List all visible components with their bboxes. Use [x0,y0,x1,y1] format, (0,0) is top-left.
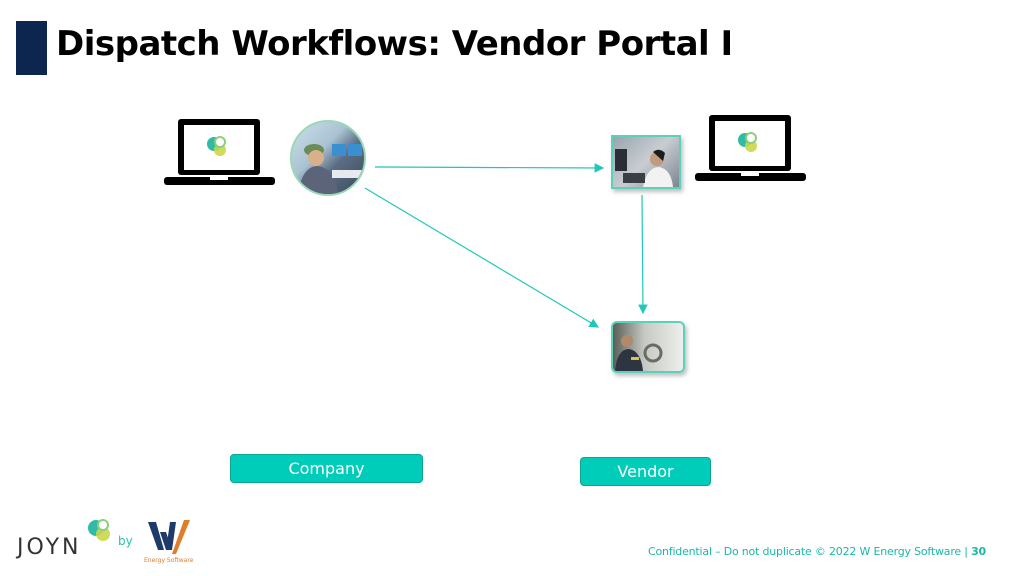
energy-software-text: Energy Software [144,557,194,564]
slide-title: Dispatch Workflows: Vendor Portal I [56,24,733,64]
confidential-notice: Confidential – Do not duplicate © 2022 W… [648,545,986,558]
by-text: by [118,534,133,548]
company-laptop-icon [164,119,275,185]
arrow-company-to-vendor-dispatcher [374,163,605,173]
vendor-label: Vendor [580,457,711,486]
vendor-laptop-icon [695,115,806,181]
title-accent-bar [16,21,47,75]
confidential-text: Confidential – Do not duplicate © 2022 W… [648,545,972,558]
page-number: 30 [971,545,986,558]
vendor-dispatcher-photo [611,135,681,189]
company-dispatcher-photo [290,120,366,196]
joyn-logo-icon [738,132,757,152]
arrow-vendor-dispatcher-to-driver [638,194,648,315]
joyn-logo-icon [88,519,110,541]
w-energy-logo-icon [148,520,190,554]
joyn-logo-icon [207,136,226,156]
vendor-driver-photo [611,321,685,373]
joyn-logo-text: JOYN [17,535,82,560]
arrow-company-to-vendor-driver [364,187,600,328]
company-label: Company [230,454,423,483]
